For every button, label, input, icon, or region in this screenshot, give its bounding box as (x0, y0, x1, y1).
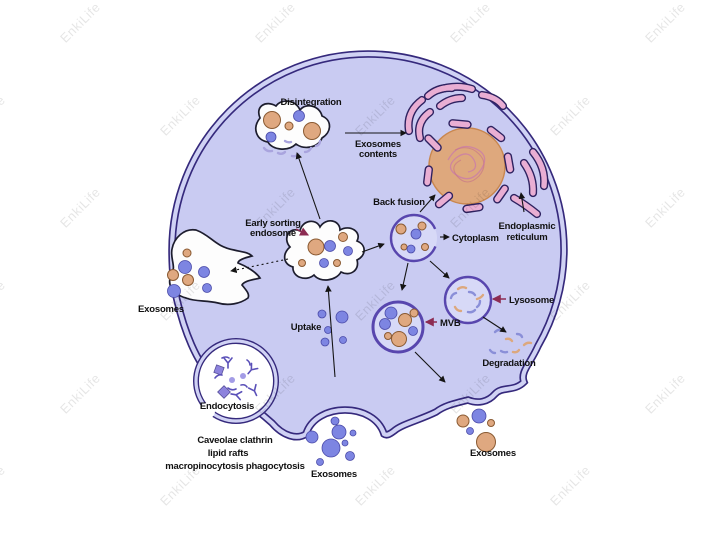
label-exosomes-contents: Exosomes (355, 139, 401, 150)
clathrin-square-icon (213, 364, 225, 376)
label-endocytosis: Endocytosis (200, 401, 254, 412)
mvb-vesicle (371, 300, 425, 354)
nuclear-envelope-capsules (423, 119, 515, 214)
clathrin-square-icon (217, 385, 231, 399)
label-cytoplasm: Cytoplasm (452, 233, 499, 244)
label-exosomes-contents-2: contents (359, 149, 397, 160)
nucleus (428, 127, 506, 205)
endoplasmic-reticulum (404, 82, 549, 219)
chromatin-strands (447, 145, 486, 180)
label-pointer-arrows (295, 227, 506, 327)
label-endoplasmic-reticulum-2: reticulum (507, 232, 548, 243)
label-early-sorting-endosome-2: endosome (250, 228, 296, 239)
label-exosomes-right: Exosomes (470, 448, 516, 459)
label-lysosome: Lysosome (509, 295, 554, 306)
label-early-sorting-endosome: Early sorting (245, 218, 301, 229)
label-back-fusion: Back fusion (373, 197, 425, 208)
label-exosomes-bottom: Exosomes (311, 469, 357, 480)
endocytosis-pit (193, 338, 279, 424)
lysosome-vesicle (443, 275, 493, 325)
membrane-fragments (262, 139, 322, 158)
flow-arrows (230, 129, 526, 383)
uptake-exosomes (317, 309, 349, 347)
labels: Disintegration Exosomes contents Back fu… (138, 97, 556, 480)
degradation-fragments (488, 328, 533, 355)
label-entry-routes: Caveolae clathrin (197, 435, 273, 446)
label-uptake: Uptake (291, 322, 321, 333)
label-degradation: Degradation (482, 358, 536, 369)
exosome-cluster-right (456, 408, 496, 452)
label-mvb: MVB (440, 318, 461, 329)
early-sorting-endosome (283, 220, 365, 281)
sorting-vesicle (389, 213, 439, 263)
label-disintegration: Disintegration (280, 97, 341, 108)
label-endoplasmic-reticulum: Endoplasmic (499, 221, 556, 232)
exosome-cluster-bottom (305, 416, 357, 466)
exosome-cluster-left (167, 248, 212, 298)
endocytosis-cargo-icons (213, 356, 259, 401)
pit-neck-opening (199, 403, 215, 419)
label-entry-routes-3: macropinocytosis phagocytosis (165, 461, 304, 472)
label-exosomes-left: Exosomes (138, 304, 184, 315)
disintegration-vesicle (255, 100, 331, 158)
label-entry-routes-2: lipid rafts (208, 448, 249, 459)
